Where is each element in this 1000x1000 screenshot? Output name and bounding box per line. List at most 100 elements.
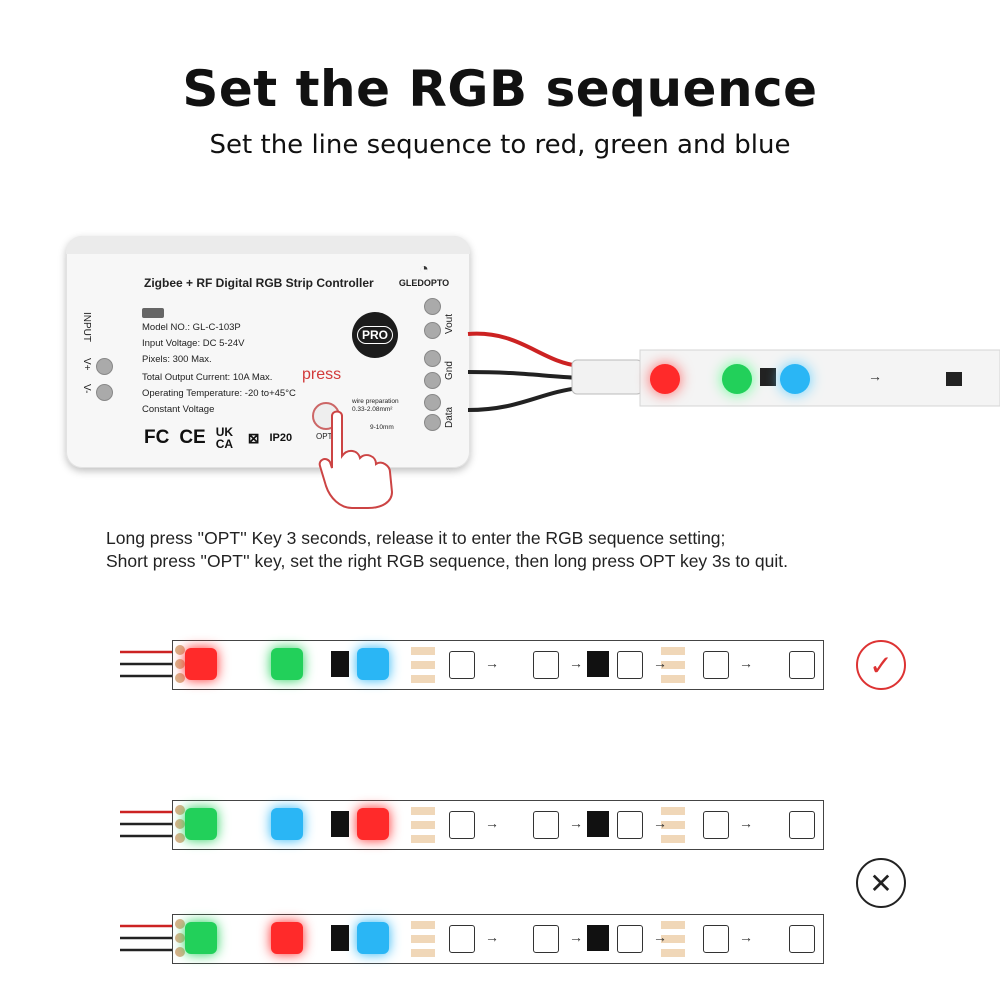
led-strip: → → → → — [172, 800, 824, 850]
led-outline — [703, 925, 729, 953]
led-outline — [789, 811, 815, 839]
brand-block: ◔ GLEDOPTO — [394, 261, 454, 289]
top-strip-pixel-green — [722, 364, 752, 394]
pro-badge-label: PRO — [356, 326, 393, 344]
led-pixel-red — [357, 808, 389, 840]
spec-model: Model NO.: GL-C-103P — [142, 322, 241, 333]
led-pixel-blue — [357, 922, 389, 954]
solder-pad — [175, 673, 185, 683]
cut-pad — [661, 647, 685, 683]
terminal-v-plus — [96, 358, 113, 375]
terminal-gnd-1 — [424, 350, 441, 367]
controller-wires — [467, 331, 1000, 412]
top-strip-pixel-red — [650, 364, 680, 394]
led-outline — [789, 925, 815, 953]
led-outline — [533, 811, 559, 839]
led-pixel-blue — [357, 648, 389, 680]
cut-pad — [661, 807, 685, 843]
led-outline — [617, 925, 643, 953]
wire-prep-gauge: 0.33-2.08mm² — [352, 406, 393, 413]
page-subtitle: Set the line sequence to red, green and … — [209, 130, 791, 160]
led-outline — [449, 811, 475, 839]
ukca-mark: UK CA — [215, 425, 234, 451]
strip-wires — [120, 650, 175, 678]
arrow-icon: → — [485, 815, 499, 831]
pro-badge: PRO — [352, 312, 398, 358]
top-strip-chip — [760, 368, 776, 386]
fcc-mark: FC — [144, 427, 170, 448]
terminal-v-minus — [96, 384, 113, 401]
led-strip: →→→→ — [172, 640, 824, 690]
terminal-gnd-2 — [424, 372, 441, 389]
solder-pad — [175, 819, 185, 829]
certification-marks: FC CE UK CA ⊠ IP20 — [144, 426, 292, 450]
led-pixel-red — [271, 922, 303, 954]
terminal-vout-1 — [424, 298, 441, 315]
arrow-icon: → — [653, 815, 667, 831]
led-outline — [617, 651, 643, 679]
press-label: press — [302, 366, 342, 383]
ce-mark: CE — [179, 427, 206, 448]
led-pixel-red — [185, 648, 217, 680]
spec-pixels: Pixels: 300 Max. — [142, 354, 212, 365]
ic-chip — [331, 651, 349, 677]
cut-pad — [411, 647, 435, 683]
arrow-icon: → — [653, 929, 667, 945]
cut-pad — [661, 921, 685, 957]
top-strip-arrow: → — [868, 368, 882, 384]
led-pixel-blue — [271, 808, 303, 840]
strip-wires — [120, 810, 175, 838]
status-led-icon — [142, 308, 164, 318]
led-outline — [533, 651, 559, 679]
spec-constant-voltage: Constant Voltage — [142, 404, 215, 415]
page-title: Set the RGB sequence — [182, 60, 818, 118]
wire-prep-title: wire preparation — [352, 398, 399, 405]
arrow-icon: → — [569, 929, 583, 945]
arrow-icon: → — [485, 655, 499, 671]
solder-pad — [175, 919, 185, 929]
spec-input-voltage: Input Voltage: DC 5-24V — [142, 338, 245, 349]
led-pixel-green — [185, 922, 217, 954]
weee-bin-icon: ⊠ — [247, 429, 260, 446]
instruction-line-2: Short press ''OPT'' key, set the right R… — [106, 551, 788, 571]
ic-chip — [587, 651, 609, 677]
arrow-icon: → — [739, 815, 753, 831]
solder-pad — [175, 933, 185, 943]
arrow-icon: → — [569, 655, 583, 671]
led-pixel-green — [185, 808, 217, 840]
solder-pad — [175, 659, 185, 669]
solder-pad — [175, 805, 185, 815]
led-outline — [703, 811, 729, 839]
x-circle-icon: ✕ — [856, 858, 906, 908]
top-strip-pixel-blue — [780, 364, 810, 394]
opt-label: OPT — [316, 432, 333, 441]
cut-pad — [411, 921, 435, 957]
led-pixel-green — [271, 648, 303, 680]
arrow-icon: → — [485, 929, 499, 945]
gledopto-logo-icon: ◔ — [419, 261, 429, 278]
led-outline — [789, 651, 815, 679]
controller-product-title: Zigbee + RF Digital RGB Strip Controller — [144, 276, 374, 290]
ic-chip — [587, 811, 609, 837]
terminal-data-1 — [424, 394, 441, 411]
solder-pad — [175, 645, 185, 655]
wire-preparation: wire preparation 0.33-2.08mm² 9-10mm — [352, 398, 399, 432]
check-circle-icon: ✓ — [856, 640, 906, 690]
led-outline — [533, 925, 559, 953]
cut-pad — [411, 807, 435, 843]
arrow-icon: → — [653, 655, 667, 671]
spec-operating-temp: Operating Temperature: -20 to+45°C — [142, 388, 296, 399]
controller-top-edge — [66, 236, 470, 254]
ic-chip — [587, 925, 609, 951]
led-outline — [449, 651, 475, 679]
brand-name: GLEDOPTO — [398, 278, 450, 288]
terminal-data-2 — [424, 414, 441, 431]
hand-press-icon — [318, 410, 394, 509]
controller-device: Zigbee + RF Digital RGB Strip Controller… — [66, 236, 470, 468]
solder-pad — [175, 947, 185, 957]
ic-chip — [331, 925, 349, 951]
arrow-icon: → — [569, 815, 583, 831]
led-strip: →→→→ — [172, 914, 824, 964]
top-strip-chip-2 — [946, 372, 962, 386]
strip-wires — [120, 924, 175, 952]
